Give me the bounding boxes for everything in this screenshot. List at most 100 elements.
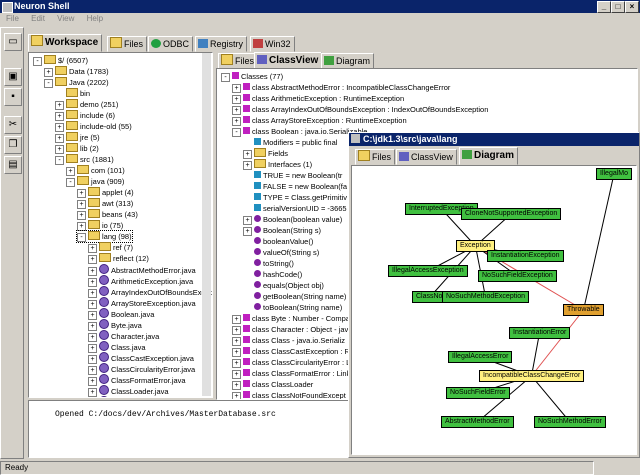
diagram-node[interactable]: IllegalMo	[596, 168, 633, 180]
open-icon[interactable]: ▣	[4, 68, 22, 86]
diagram-node[interactable]: NoSuchFieldException	[478, 270, 557, 282]
expand-icon[interactable]: +	[232, 337, 241, 346]
diagram-node[interactable]: NoSuchFieldError	[446, 387, 510, 399]
class-item[interactable]: toBoolean(String name)	[243, 302, 342, 313]
expand-icon[interactable]: +	[232, 348, 241, 357]
class-item[interactable]: +class ClassFormatError : Link	[232, 368, 350, 379]
workspace-tree[interactable]: -$/ (6507)+Data (1783)-Java (2202)bin+de…	[28, 52, 213, 398]
class-item[interactable]: +Interfaces (1)	[243, 159, 312, 170]
tree-item[interactable]: -src (1881)	[55, 154, 114, 165]
expand-icon[interactable]: +	[44, 68, 53, 77]
tree-item[interactable]: +demo (251)	[55, 99, 118, 110]
minimize-button[interactable]: _	[597, 1, 611, 13]
tree-scrollbar[interactable]	[202, 53, 211, 396]
tree-item[interactable]: +ClassFormatError.java	[88, 374, 186, 386]
tab-diagram[interactable]: Diagram	[321, 53, 375, 69]
tab-files[interactable]: Files	[107, 36, 148, 52]
tree-item[interactable]: +AbstractMethodError.java	[88, 264, 196, 276]
tree-item[interactable]: +applet (4)	[77, 187, 134, 198]
class-item[interactable]: +class ArithmeticException : RuntimeExce…	[232, 93, 404, 104]
tree-item[interactable]: +beans (43)	[77, 209, 138, 220]
class-item[interactable]: booleanValue()	[243, 236, 313, 247]
class-item[interactable]: Modifiers = public final	[243, 137, 337, 148]
expand-icon[interactable]: +	[88, 289, 97, 298]
diagram-node[interactable]: Exception	[456, 240, 495, 252]
tree-item[interactable]: +include (6)	[55, 110, 115, 121]
new-doc-icon[interactable]: ▭	[4, 33, 22, 51]
class-item[interactable]: FALSE = new Boolean(fa	[243, 181, 347, 192]
tree-item[interactable]: +ClassCircularityError.java	[88, 363, 195, 375]
class-item[interactable]: equals(Object obj)	[243, 280, 324, 291]
expand-icon[interactable]: +	[88, 377, 97, 386]
collapse-icon[interactable]: -	[44, 79, 53, 88]
tree-item[interactable]: +ref (7)	[88, 242, 133, 253]
tab-win32[interactable]: Win32	[250, 36, 295, 52]
output-console[interactable]: Opened C:/docs/dev/Archives/MasterDataba…	[28, 400, 352, 458]
expand-icon[interactable]: +	[232, 95, 241, 104]
expand-icon[interactable]: +	[66, 167, 75, 176]
tree-item[interactable]: +Boolean.java	[88, 308, 154, 320]
tab-odbc[interactable]: ODBC	[148, 36, 194, 52]
tree-item[interactable]: +io (75)	[77, 220, 123, 231]
class-item[interactable]: TYPE = Class.getPrimitiv	[243, 192, 347, 203]
diagram-node[interactable]: IncompatibleClassChangeError	[479, 370, 585, 382]
tree-item[interactable]: +ClassLoader.java	[88, 385, 169, 397]
tree-item[interactable]: +jre (5)	[55, 132, 100, 143]
class-item[interactable]: toString()	[243, 258, 294, 269]
tree-item[interactable]: +ClassCastException.java	[88, 352, 194, 364]
class-item[interactable]: getBoolean(String name)	[243, 291, 346, 302]
class-item[interactable]: +class Class - java.io.Serializ	[232, 335, 345, 346]
expand-icon[interactable]: +	[88, 278, 97, 287]
expand-icon[interactable]: +	[232, 370, 241, 379]
expand-icon[interactable]: +	[88, 311, 97, 320]
expand-icon[interactable]: +	[88, 322, 97, 331]
expand-icon[interactable]: +	[232, 359, 241, 368]
expand-icon[interactable]: +	[243, 161, 252, 170]
class-item[interactable]: +class ClassLoader	[232, 379, 313, 390]
tree-item[interactable]: +Data (1783)	[44, 66, 109, 77]
expand-icon[interactable]: +	[88, 255, 97, 264]
menu-help[interactable]: Help	[86, 14, 104, 23]
collapse-icon[interactable]: -	[66, 178, 75, 187]
dw-tab-classview[interactable]: ClassView	[396, 149, 457, 165]
collapse-icon[interactable]: -	[77, 233, 86, 242]
expand-icon[interactable]: +	[88, 244, 97, 253]
diagram-node[interactable]: Throwable	[563, 304, 604, 316]
tab-workspace[interactable]: Workspace	[28, 34, 103, 52]
class-item[interactable]: +class Character : Object - java	[232, 324, 352, 335]
tree-item[interactable]: +ArrayStoreException.java	[88, 297, 196, 309]
maximize-button[interactable]: □	[611, 1, 625, 13]
class-item[interactable]: +class ClassNotFoundExcept	[232, 390, 346, 399]
dw-tab-diagram[interactable]: Diagram	[459, 147, 519, 165]
expand-icon[interactable]: +	[77, 200, 86, 209]
collapse-icon[interactable]: -	[33, 57, 42, 66]
diagram-node[interactable]: InstantiationError	[509, 327, 571, 339]
collapse-icon[interactable]: -	[232, 128, 241, 137]
expand-icon[interactable]: +	[88, 366, 97, 375]
class-item[interactable]: +Boolean(String s)	[243, 225, 321, 236]
tab-files-right[interactable]: Files	[218, 53, 259, 69]
copy-icon[interactable]: ❐	[4, 136, 22, 154]
diagram-node[interactable]: ClassNot	[412, 291, 449, 303]
expand-icon[interactable]: +	[232, 381, 241, 390]
tree-item[interactable]: +reflect (12)	[88, 253, 149, 264]
class-item[interactable]: -class Boolean : java.io.Serializable	[232, 126, 367, 137]
diagram-node[interactable]: IllegalAccessException	[388, 265, 468, 277]
menu-file[interactable]: File	[6, 14, 19, 23]
cut-icon[interactable]: ✂	[4, 116, 22, 134]
expand-icon[interactable]: +	[243, 227, 252, 236]
tree-item[interactable]: +com (101)	[66, 165, 125, 176]
expand-icon[interactable]: +	[88, 267, 97, 276]
expand-icon[interactable]: +	[88, 333, 97, 342]
expand-icon[interactable]: +	[243, 150, 252, 159]
tree-item[interactable]: -lang (98)	[76, 230, 133, 243]
tab-registry[interactable]: Registry	[195, 36, 248, 52]
collapse-icon[interactable]: -	[221, 73, 230, 82]
expand-icon[interactable]: +	[55, 112, 64, 121]
expand-icon[interactable]: +	[77, 211, 86, 220]
tree-item[interactable]: bin	[55, 88, 90, 99]
class-item[interactable]: TRUE = new Boolean(tr	[243, 170, 342, 181]
tree-item[interactable]: +Class.java	[88, 341, 146, 353]
class-item[interactable]: serialVersionUID = -3665	[243, 203, 347, 214]
